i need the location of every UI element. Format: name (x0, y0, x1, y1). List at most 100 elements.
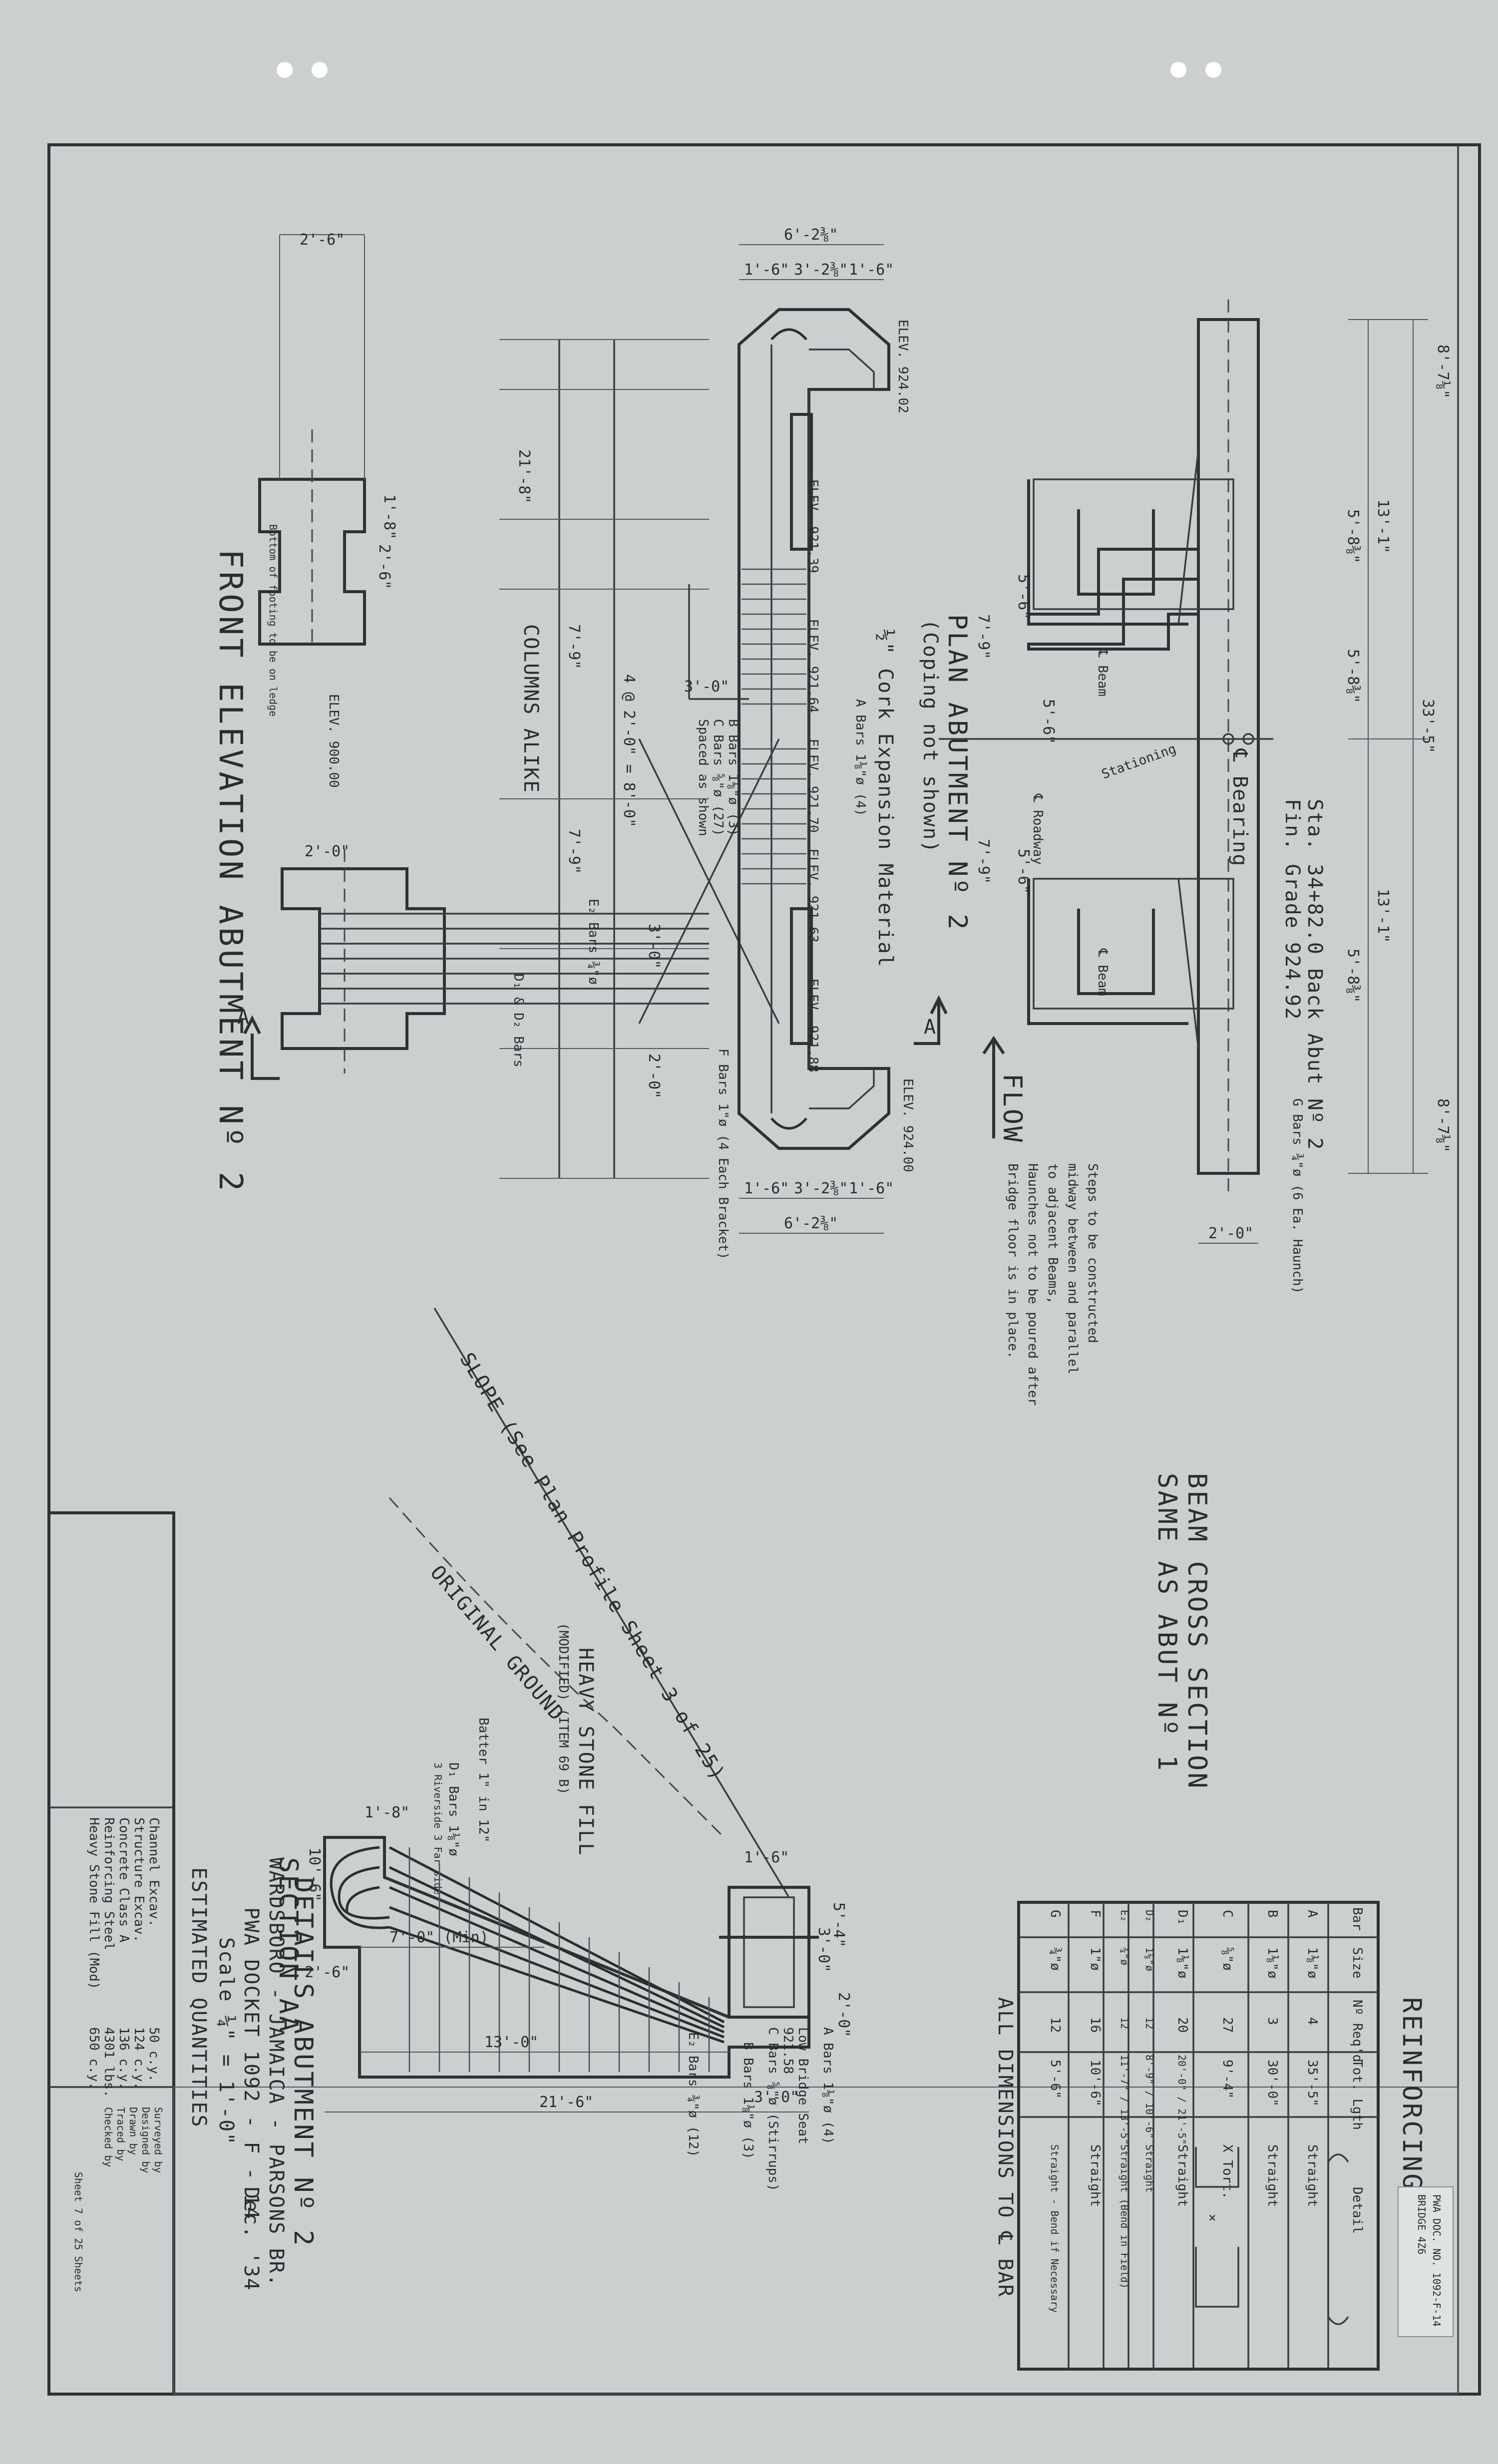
dim-label: 6'-2⅜" (784, 1215, 838, 1232)
table-cell: Straight (1175, 2144, 1190, 2207)
table-cell: 1⅛"ø (1305, 1947, 1320, 1979)
quantity-value: 50 c.y. (146, 2027, 161, 2082)
e-bar-label: E₂ Bars ¾"ø (586, 899, 601, 985)
front-elevation-title: FRONT ELEVATION ABUTMENT Nº 2 (212, 549, 249, 1194)
dim-label: 3'-0" (684, 678, 729, 696)
table-cell: 1"ø (1088, 1947, 1103, 1971)
table-cell: 10'-6" (1088, 2060, 1103, 2107)
dim-label: 1'-6" (849, 261, 894, 279)
table-cell: 16 (1088, 2017, 1103, 2033)
table-cell: F (1088, 1910, 1103, 1918)
elevation-label: ELEV. 921.70 (805, 739, 820, 833)
table-cell: 1⅛"ø (1143, 1947, 1155, 1971)
quantity-item: Heavy Stone Fill (Mod) (86, 1817, 101, 1989)
elevation-label: ELEV. 921.64 (805, 619, 820, 713)
stamp-text: BRIDGE 4Z6 (1416, 2194, 1428, 2254)
table-cell: 3 (1265, 2017, 1280, 2025)
dim-label: 7'-9" (565, 624, 583, 669)
punch-hole (1170, 62, 1186, 78)
table-header: Nº Req'd (1350, 2000, 1365, 2062)
low-seat-elev: 921.58 (780, 2027, 795, 2074)
beam-label: ℄ Beam (1095, 948, 1110, 996)
dim-label: 7'-9" (975, 614, 992, 659)
dim-label: 5'-6" (1015, 849, 1032, 894)
dim-label: 1'-6" (744, 261, 789, 279)
stamp-text: PWA DOC. NO. 1092-F-14 (1431, 2194, 1443, 2327)
dim-label: 2'-6" (375, 544, 393, 589)
plan-title: PLAN ABUTMENT Nº 2 (942, 614, 972, 932)
drawing-title: DETAILS ABUTMENT Nº 2 (288, 1877, 318, 2247)
traced-by: Traced by (115, 2107, 127, 2161)
table-header: Bar (1350, 1907, 1365, 1931)
steps-note: Steps to be constructed (1085, 1163, 1100, 1343)
dim-label: 3'-0" (815, 1927, 832, 1972)
table-cell: 1⅛"ø (1175, 1947, 1190, 1979)
dim-label: 5'-8⅜" (1344, 949, 1362, 1003)
roadway-label: ℄ Roadway (1030, 793, 1045, 865)
elevation-label: ELEV. 924.02 (895, 320, 910, 413)
table-header: Detail (1350, 2187, 1365, 2234)
table-cell: ¾"ø (1119, 1947, 1130, 1965)
dim-label: 5'-8⅜" (1344, 509, 1362, 563)
steel-schedule-footer: ALL DIMENSIONS TO ℄ BAR (994, 1997, 1017, 2298)
dim-label: 21'-6" (539, 2094, 593, 2111)
columns-alike-label: COLUMNS ALIKE (519, 624, 542, 793)
b-bar-note: B Bars 1⅛"ø (3) (726, 719, 741, 836)
dim-label: 10'-6" (306, 1847, 323, 1901)
table-cell: ⅝"ø (1220, 1947, 1235, 1971)
spaced-note: Spaced as shown (696, 719, 711, 836)
dim-label: 7'-9" (565, 829, 583, 874)
section-mark-a: A (237, 1006, 250, 1029)
table-header: Size (1350, 1947, 1365, 1979)
f-bar-note: F Bars 1"ø (4 Each Bracket) (716, 1049, 731, 1260)
quantity-item: Structure Excav. (131, 1817, 146, 1942)
beam-plan-view: 33'-5" 13'-1" 13'-1" 5'-8⅜" 5'-8⅜" 5'-8⅜… (939, 300, 1452, 1294)
dim-label: 13'-1" (1374, 499, 1392, 553)
steps-note: Bridge floor is in place. (1005, 1163, 1020, 1359)
elevation-label: ELEV. 921.39 (805, 479, 820, 573)
docket-number: PWA DOCKET 1092 - F - 14 (240, 1907, 263, 2220)
plan-note: (Coping not shown) (919, 619, 942, 853)
station-note: Sta. 34+82.0 Back Abut Nº 2 (1303, 799, 1326, 1150)
table-cell: 9'-4" (1220, 2060, 1235, 2099)
surveyed-by: Surveyed by (152, 2107, 164, 2173)
section-mark-a: A (924, 1016, 937, 1039)
document-stamp: PWA DOC. NO. 1092-F-14 BRIDGE 4Z6 (1398, 2186, 1454, 2337)
table-cell: C (1220, 1910, 1235, 1918)
table-cell: 11'-7" / 13'-5" (1119, 2055, 1130, 2145)
dim-label: 5'-6" (1015, 574, 1032, 619)
title-block: ESTIMATED QUANTITIES Channel Excav. 50 c… (47, 1511, 1459, 2396)
dim-label: 33'-5" (1419, 699, 1437, 753)
table-cell: 1⅛"ø (1265, 1947, 1280, 1979)
dim-label: 3'-2⅜" (794, 1180, 848, 1197)
table-cell: A (1305, 1910, 1320, 1918)
quantity-item: Channel Excav. (146, 1817, 161, 1927)
table-cell: 30'-0" (1265, 2060, 1280, 2107)
quantity-item: Reinforcing Steel (101, 1817, 116, 1950)
dim-label: 8'-7⅛" (1434, 1098, 1452, 1152)
c-bar-note: C Bars ⅝"ø (27) (711, 719, 726, 836)
bearing-label: ℄ Bearing (1228, 748, 1251, 867)
drawing-scale: Scale ¼" = 1'-0" (215, 1937, 238, 2145)
d-bar-section-label: D₁ Bars 1⅛"ø (446, 1762, 461, 1856)
quantities-heading: ESTIMATED QUANTITIES (187, 1867, 210, 2128)
table-header: Tot. Lgth (1350, 2060, 1365, 2130)
elevation-label: ELEV. 921.88 (805, 979, 820, 1072)
low-seat-label: Low Bridge Seat (795, 2027, 810, 2144)
dim-label: 5'-6" (1040, 699, 1057, 744)
table-cell: 5'-6" (1048, 2060, 1063, 2099)
dim-label: 5'-8⅜" (1344, 649, 1362, 703)
dim-label: 2'-6" (305, 1964, 350, 1981)
d-bars-label: D₁ & D₂ Bars (511, 974, 526, 1067)
table-cell: Straight (1088, 2144, 1103, 2207)
dim-label: 4 @ 2'-0" = 8'-0" (620, 674, 638, 827)
dim-label: 1'-8" (380, 494, 398, 539)
heavy-stone-label: HEAVY STONE FILL (574, 1648, 597, 1856)
drawing-date: Dec. '34 (240, 2187, 263, 2291)
dim-label: 2'-0" (645, 1054, 663, 1098)
a-bar-note: A Bars 1⅛"ø (4) (853, 699, 868, 816)
table-cell: B (1265, 1910, 1280, 1918)
steps-note: Haunches not to be poured after (1025, 1163, 1040, 1406)
table-cell: E₂ (1119, 1910, 1130, 1922)
